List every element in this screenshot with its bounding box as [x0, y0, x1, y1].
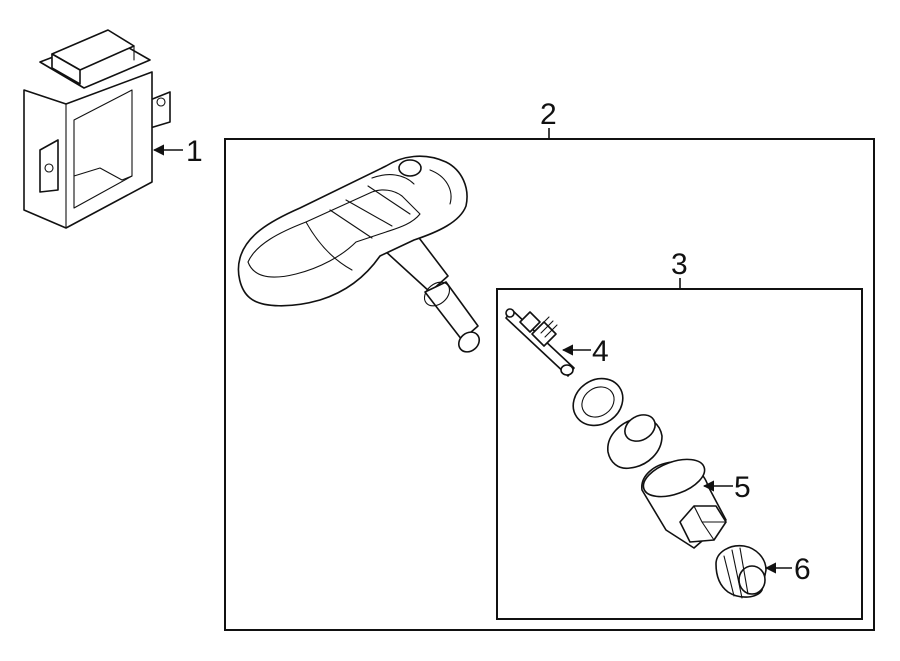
valve-nut: [641, 458, 727, 549]
tpms-module: [23, 29, 171, 229]
tpms-sensor: [237, 155, 481, 353]
callout-3: 3: [671, 248, 688, 281]
seal-ring: [572, 377, 624, 427]
callout-6: 6: [794, 553, 811, 586]
callout-4: 4: [592, 335, 609, 368]
callout-2: 2: [540, 98, 557, 131]
valve-cap: [715, 544, 767, 599]
callout-1: 1: [186, 135, 203, 168]
callout-5: 5: [734, 471, 751, 504]
rubber-seat: [607, 414, 663, 470]
valve-core: [505, 308, 575, 377]
